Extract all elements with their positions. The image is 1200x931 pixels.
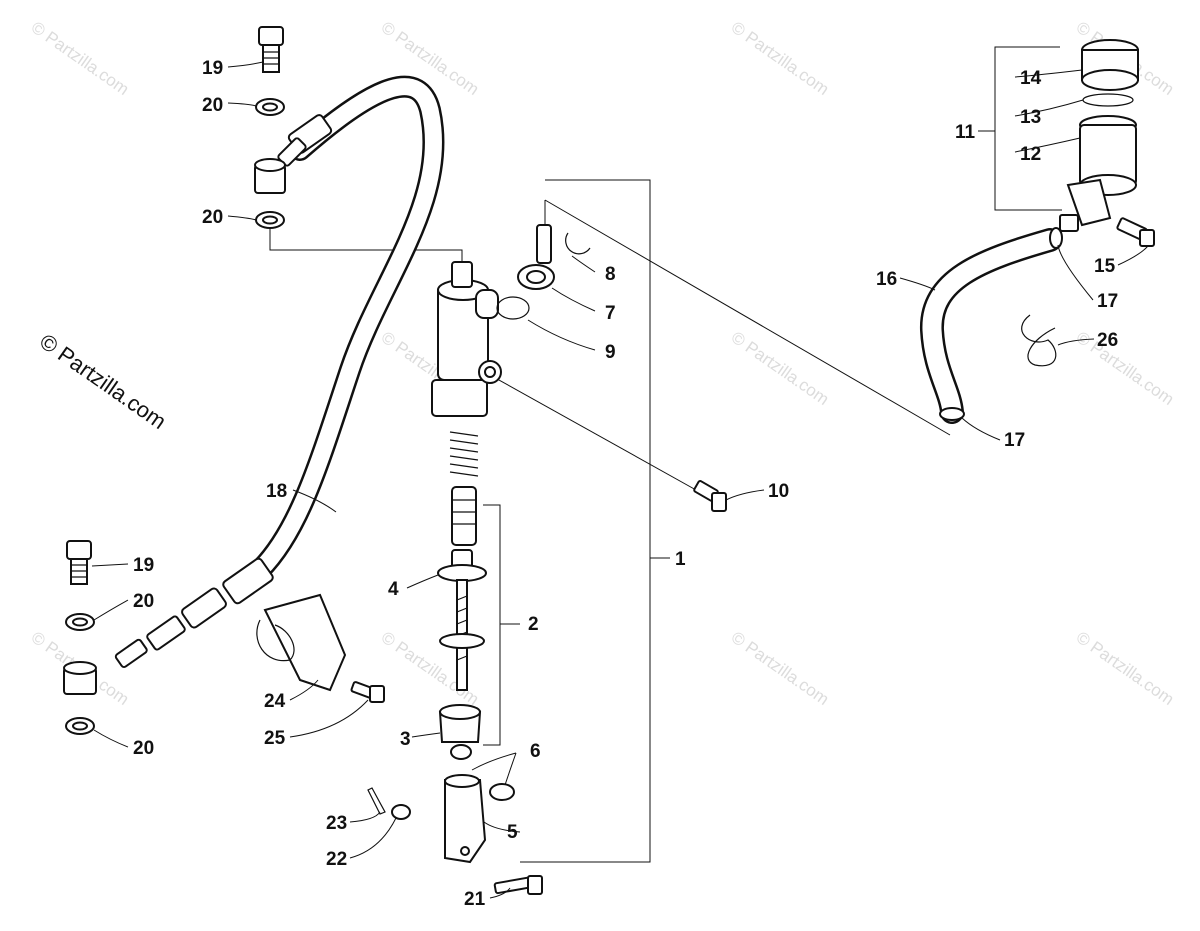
callout-5: 5 <box>507 822 518 843</box>
callout-12: 12 <box>1020 144 1041 165</box>
hose-bracket <box>256 593 385 703</box>
callout-17b: 17 <box>1004 430 1025 451</box>
callout-14: 14 <box>1020 68 1042 89</box>
callout-2: 2 <box>528 614 539 635</box>
watermark-text: © Partzilla.com <box>1073 628 1178 709</box>
hose-clip <box>1021 314 1057 367</box>
callout-11: 11 <box>955 122 976 143</box>
callout-8: 8 <box>605 264 616 285</box>
callout-20d: 20 <box>133 738 154 759</box>
callout-24: 24 <box>264 691 286 712</box>
assembly-brackets <box>483 46 1062 863</box>
callout-26: 26 <box>1097 330 1118 351</box>
clevis-parts <box>367 744 543 895</box>
brake-hose <box>114 75 445 668</box>
watermark-text: © Partzilla.com <box>728 18 833 99</box>
lower-banjo-parts <box>63 540 97 735</box>
reservoir-assembly <box>1059 39 1155 247</box>
callout-7: 7 <box>605 303 616 324</box>
callout-17a: 17 <box>1097 291 1118 312</box>
callout-1: 1 <box>675 549 686 570</box>
callout-16: 16 <box>876 269 897 290</box>
callout-21: 21 <box>464 889 486 910</box>
callout-6: 6 <box>530 741 541 762</box>
leader-lines <box>91 61 1149 899</box>
callout-22: 22 <box>326 849 347 870</box>
piston-assembly <box>437 431 487 743</box>
callout-13: 13 <box>1020 107 1041 128</box>
master-cylinder <box>431 261 502 417</box>
reservoir-hose <box>920 227 1063 424</box>
outlet-fitting <box>496 224 727 512</box>
callout-18: 18 <box>266 481 287 502</box>
callout-15: 15 <box>1094 256 1116 277</box>
callout-23: 23 <box>326 813 347 834</box>
callout-20c: 20 <box>133 591 154 612</box>
watermark-text: © Partzilla.com <box>728 628 833 709</box>
callout-19b: 19 <box>133 555 154 576</box>
callout-9: 9 <box>605 342 616 363</box>
assembly-guide-lines <box>269 199 951 496</box>
upper-banjo-parts <box>254 26 286 229</box>
callout-labels: 1 2 3 4 5 6 7 8 9 10 11 12 13 14 15 16 1… <box>133 58 1118 910</box>
callout-19a: 19 <box>202 58 223 79</box>
callout-20b: 20 <box>202 207 223 228</box>
callout-4: 4 <box>388 579 399 600</box>
watermark-text: © Partzilla.com <box>1073 328 1178 409</box>
brand-watermark: © Partzilla.com <box>35 329 171 435</box>
callout-3: 3 <box>400 729 411 750</box>
watermark-text: © Partzilla.com <box>728 328 833 409</box>
callout-10: 10 <box>768 481 789 502</box>
callout-20a: 20 <box>202 95 223 116</box>
watermark-text: © Partzilla.com <box>28 18 133 99</box>
callout-25: 25 <box>264 728 286 749</box>
